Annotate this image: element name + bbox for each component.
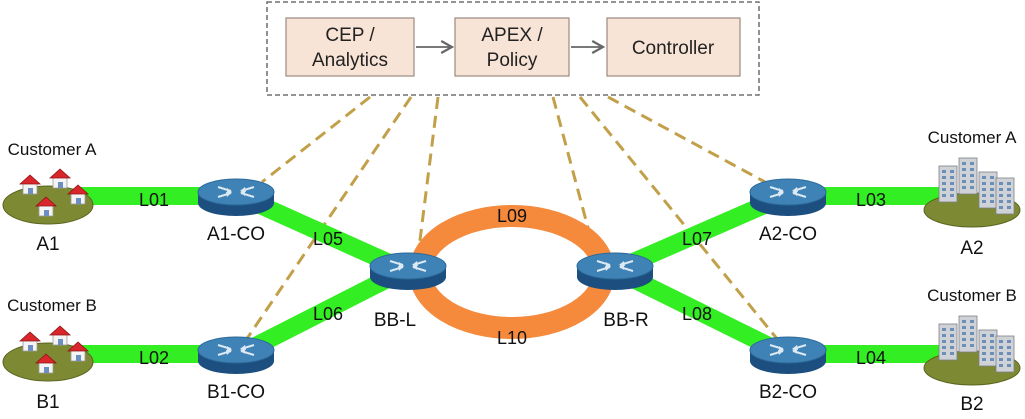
apex-policy-line-2: Policy (487, 50, 538, 71)
apex-policy-box[interactable]: APEX / Policy (454, 17, 570, 77)
control-link-a2co (607, 95, 766, 184)
control-link-b1co (244, 96, 413, 341)
router-icon (197, 336, 275, 375)
link-label-l02: L02 (139, 348, 169, 368)
link-label-l08: L08 (682, 304, 712, 324)
router-label: A1-CO (207, 224, 265, 245)
router-b1-co[interactable]: B1-CO (197, 336, 275, 403)
control-plane-box (266, 1, 760, 96)
router-bb-r[interactable]: BB-R (576, 252, 654, 331)
link-labels: L01 L02 L03 L04 L05 L06 L07 L08 L09 L10 (139, 190, 886, 368)
backbone-ring[interactable] (409, 205, 615, 339)
router-icon (749, 336, 827, 375)
router-icon (749, 178, 827, 217)
router-bb-l[interactable]: BB-L (369, 252, 447, 331)
site-customer-label: Customer A (8, 140, 97, 159)
router-icon (576, 252, 654, 291)
controller-label: Controller (632, 38, 715, 59)
cep-analytics-line-1: CEP / (325, 25, 375, 46)
router-icon (369, 252, 447, 291)
link-label-l03: L03 (856, 190, 886, 210)
site-a2[interactable]: Customer A A2 (923, 128, 1021, 259)
router-label: BB-R (603, 310, 648, 331)
site-label: B2 (960, 394, 983, 414)
site-b2[interactable]: Customer B B2 (923, 286, 1021, 415)
router-icon (197, 178, 275, 217)
router-label: B2-CO (759, 382, 817, 403)
site-b1[interactable]: Customer B B1 (2, 296, 97, 413)
link-label-l09: L09 (497, 206, 527, 226)
link-label-l06: L06 (313, 304, 343, 324)
site-customer-label: Customer B (927, 286, 1017, 305)
site-label: A1 (36, 234, 59, 255)
site-label: A2 (960, 238, 983, 259)
router-a1-co[interactable]: A1-CO (197, 178, 275, 245)
router-label: B1-CO (207, 382, 265, 403)
router-label: BB-L (374, 310, 416, 331)
link-label-l07: L07 (682, 229, 712, 249)
router-a2-co[interactable]: A2-CO (749, 178, 827, 245)
apex-policy-line-1: APEX / (481, 25, 543, 46)
link-label-l01: L01 (139, 190, 169, 210)
router-b2-co[interactable]: B2-CO (749, 336, 827, 403)
link-label-l05: L05 (313, 229, 343, 249)
control-link-bbl (416, 96, 440, 257)
site-customer-label: Customer A (928, 128, 1017, 147)
controller-box[interactable]: Controller (606, 17, 741, 77)
control-link-b2co (578, 96, 780, 341)
site-a1[interactable]: Customer A A1 (2, 140, 97, 255)
cep-analytics-box[interactable]: CEP / Analytics (285, 17, 415, 77)
site-customer-label: Customer B (7, 296, 97, 315)
link-label-l04: L04 (856, 348, 886, 368)
site-label: B1 (36, 392, 59, 413)
cep-analytics-line-2: Analytics (312, 50, 388, 71)
control-link-a1co (261, 95, 371, 184)
link-label-l10: L10 (497, 328, 527, 348)
router-label: A2-CO (759, 224, 817, 245)
